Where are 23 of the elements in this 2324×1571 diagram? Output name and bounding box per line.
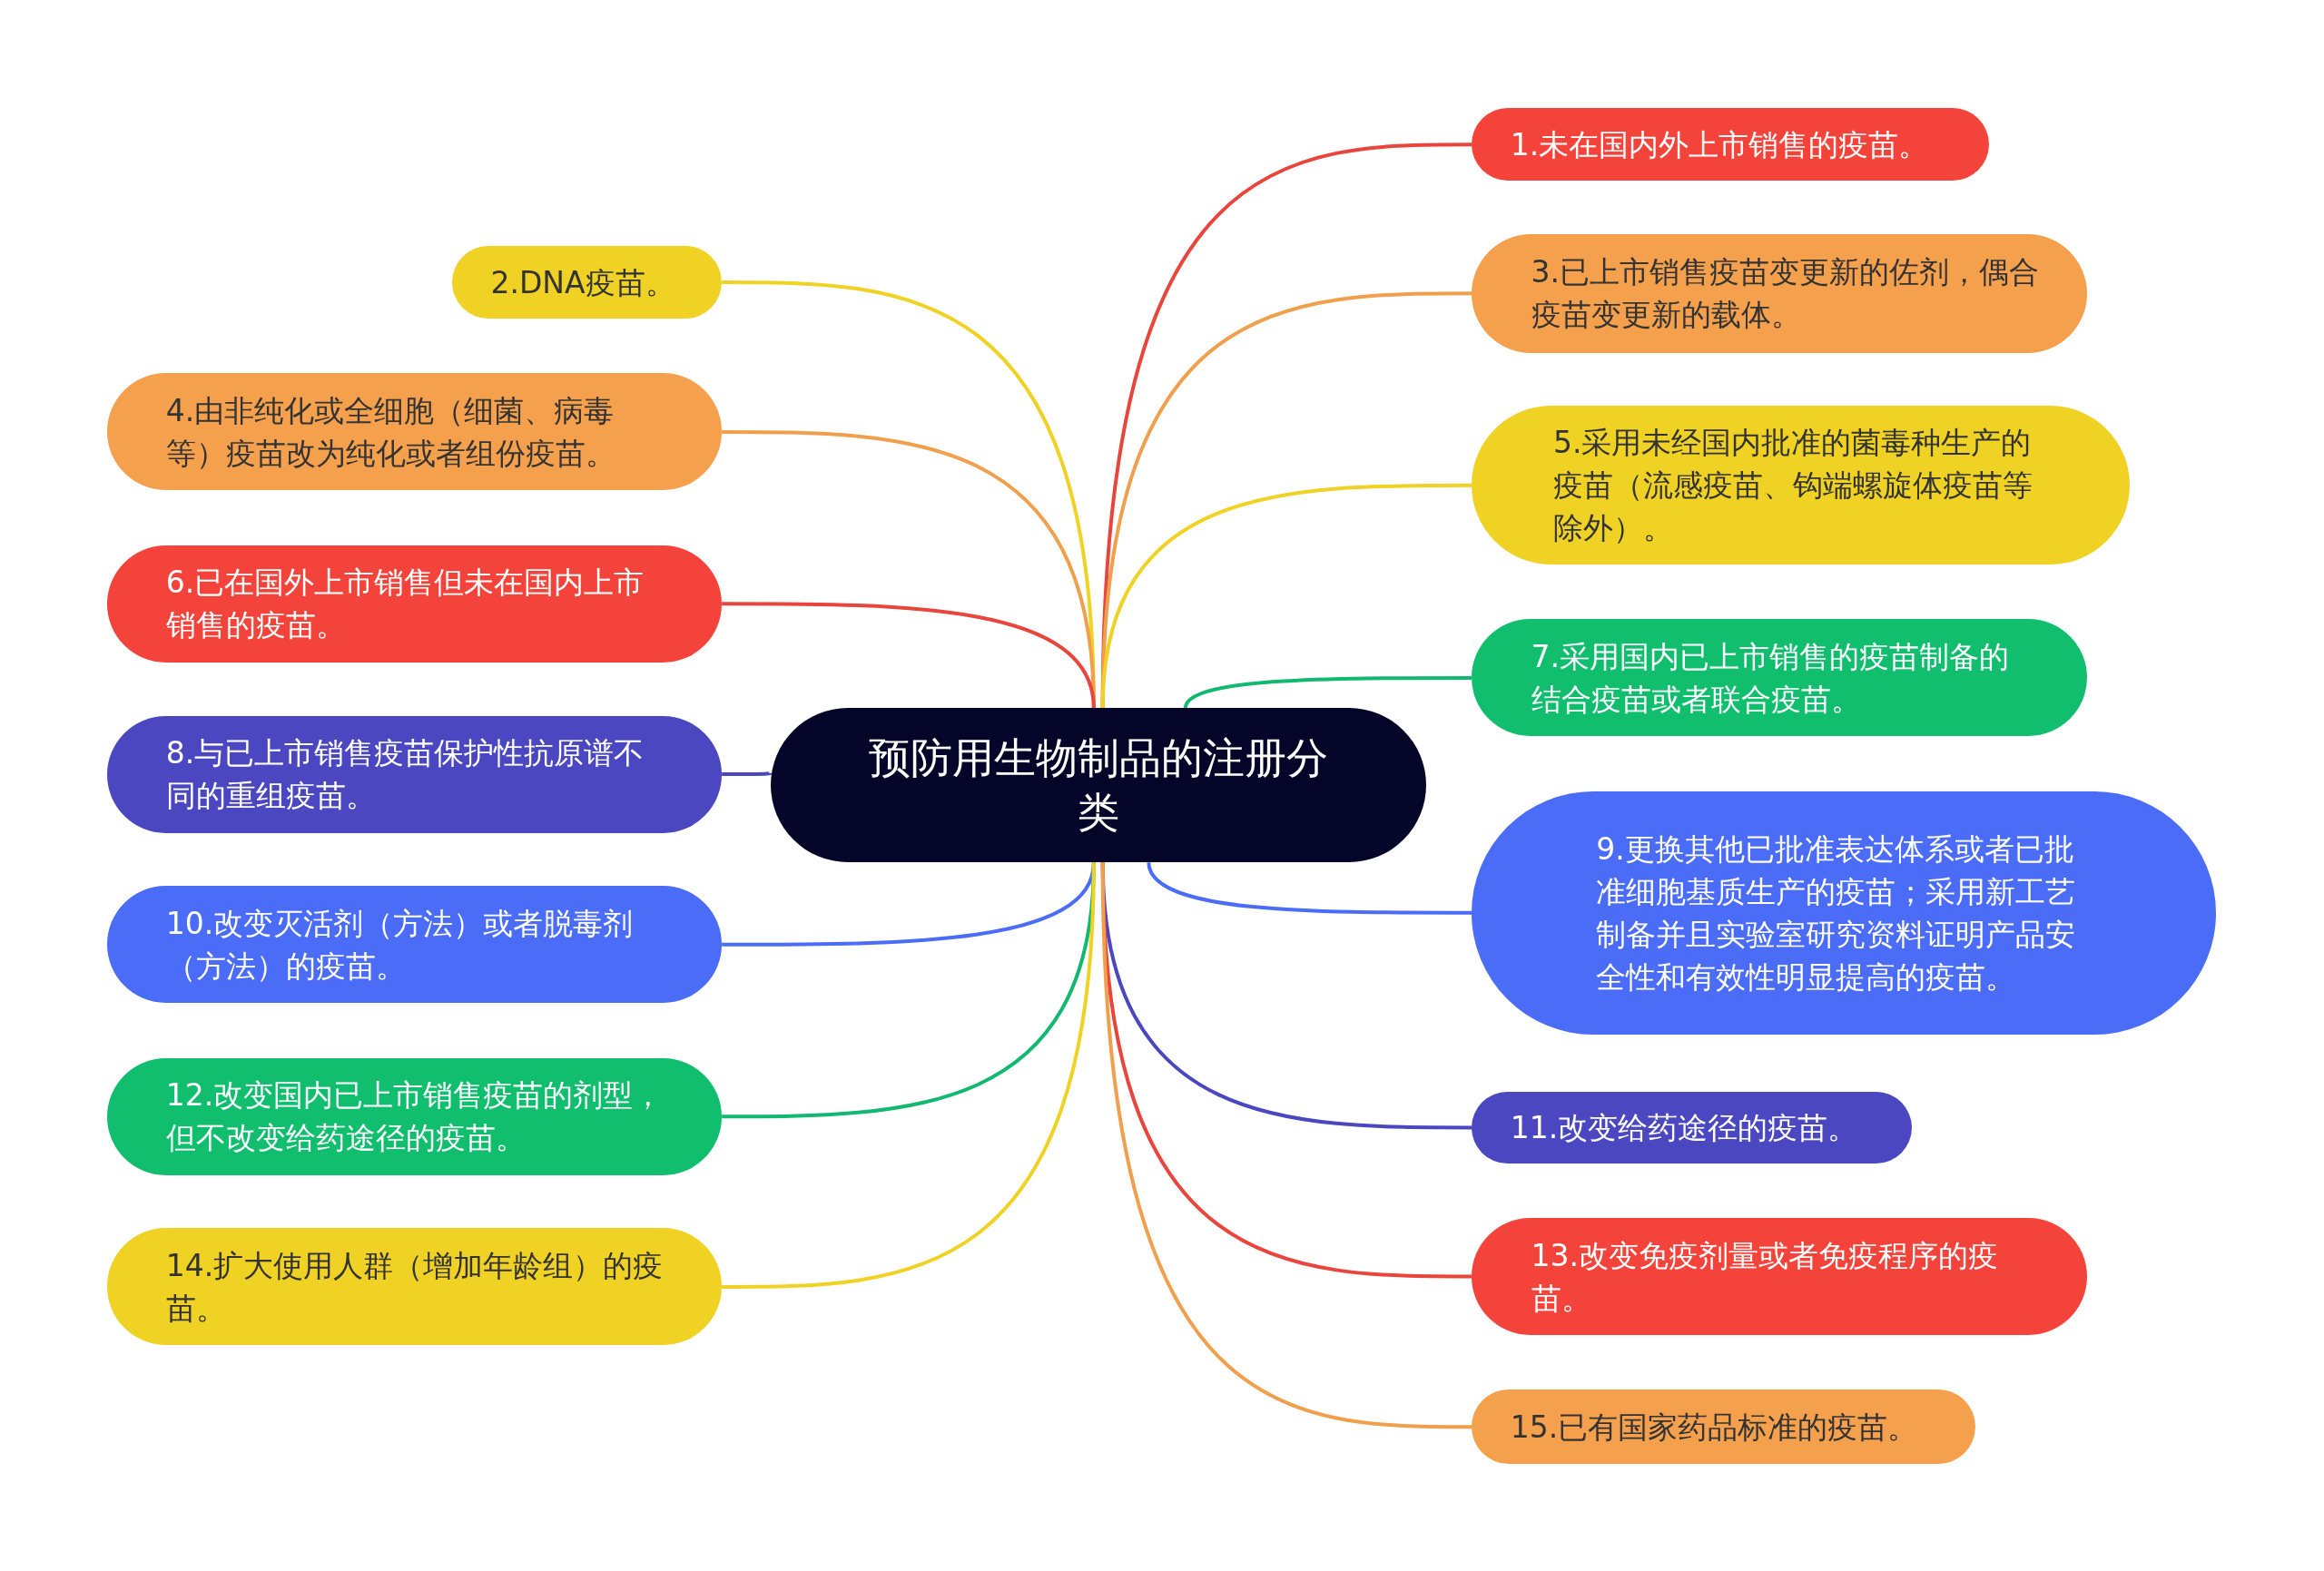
topic-box: 13.改变免疫剂量或者免疫程序的疫苗。 (1472, 1218, 2087, 1335)
central-topic-box: 预防用生物制品的注册分类 (770, 708, 1426, 863)
topic-box: 3.已上市销售疫苗变更新的佐剂，偶合疫苗变更新的载体。 (1472, 233, 2087, 353)
connector-line (722, 602, 1096, 709)
connector-line (1183, 675, 1472, 710)
connector-line (1100, 862, 1472, 1429)
topic-box: 6.已在国外上市销售但未在国内上市销售的疫苗。 (106, 545, 723, 663)
topic-box: 9.更换其他已批准表达体系或者已批准细胞基质生产的疫苗；采用新工艺制备并且实验室研究资料证明产品安全性和有效性明显提高的疫苗。 (1472, 790, 2216, 1035)
topic-box: 5.采用未经国内批准的菌毒种生产的疫苗（流感疫苗、钩端螺旋体疫苗等除外）。 (1472, 406, 2131, 565)
connector-line (722, 771, 772, 777)
connector-line (1147, 861, 1472, 915)
topic-box: 10.改变灭活剂（方法）或者脱毒剂（方法）的疫苗。 (106, 886, 723, 1004)
topic-box: 14.扩大使用人群（增加年龄组）的疫苗。 (106, 1228, 723, 1346)
connector-line (1100, 483, 1472, 709)
topic-box: 12.改变国内已上市销售疫苗的剂型，但不改变给药途径的疫苗。 (106, 1057, 723, 1175)
topic-box: 2.DNA疫苗。 (451, 246, 723, 319)
connector-line (722, 862, 1096, 1289)
topic-box: 11.改变给药途径的疫苗。 (1472, 1092, 1913, 1164)
topic-box: 4.由非纯化或全细胞（细菌、病毒等）疫苗改为纯化或者组份疫苗。 (106, 373, 723, 491)
topic-box: 15.已有国家药品标准的疫苗。 (1472, 1389, 1976, 1465)
topic-box: 8.与已上市销售疫苗保护性抗原谱不同的重组疫苗。 (106, 715, 723, 833)
topic-box: 7.采用国内已上市销售的疫苗制备的结合疫苗或者联合疫苗。 (1472, 619, 2087, 737)
topic-box: 1.未在国内外上市销售的疫苗。 (1472, 108, 1989, 182)
